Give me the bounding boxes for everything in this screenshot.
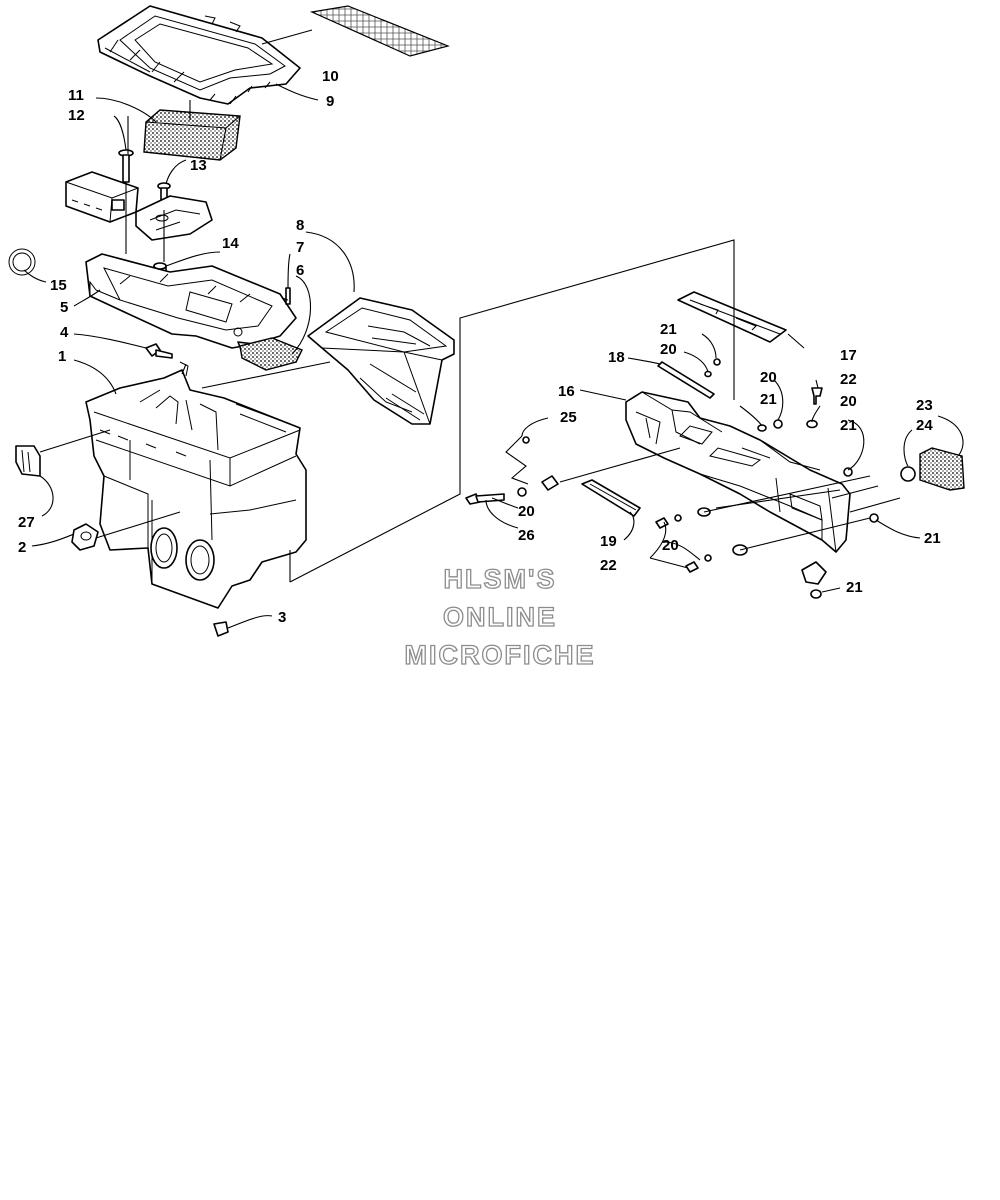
bolt-22-right [811,387,823,405]
part-15-clamp [8,248,36,276]
part-21-nut-top [713,358,721,366]
part-25-cable [505,435,530,485]
part-21-knob [801,561,827,599]
callout-4: 4 [60,324,69,341]
callout-14: 14 [222,235,239,252]
callout-25: 25 [560,409,577,426]
mount-bracket [135,195,213,241]
callout-22-b: 22 [600,557,617,574]
part-6-foam [239,337,303,371]
callout-23: 23 [916,397,933,414]
callout-21-e: 21 [846,579,863,596]
part-7-pin [285,287,291,305]
callout-27: 27 [18,514,35,531]
part-23-foam [919,447,965,491]
callout-20-b: 20 [760,369,777,386]
callout-20-e: 20 [662,537,679,554]
callout-15: 15 [50,277,67,294]
callout-13: 13 [190,157,207,174]
callout-22-a: 22 [840,371,857,388]
callout-21-b: 21 [760,391,777,408]
callout-6: 6 [296,262,304,279]
watermark-line-3: MICROFICHE [404,639,596,670]
part-20-washer-top [704,370,712,378]
callout-16: 16 [558,383,575,400]
callout-2: 2 [18,539,26,556]
part-9-lid [97,5,301,105]
callout-3: 3 [278,609,286,626]
nut-21-mid [757,424,767,432]
part-18-rod [657,361,715,399]
watermark: HLSM'S ONLINE MICROFICHE [380,560,620,674]
callout-9: 9 [326,93,334,110]
nut-21-right [843,467,853,477]
washer-20-mid [773,419,783,429]
callout-labels: 1 2 3 4 5 6 7 8 9 10 11 12 13 14 15 16 1… [18,68,941,626]
part-19-strip [581,479,641,517]
callout-20-a: 20 [660,341,677,358]
callout-11: 11 [68,87,84,104]
callout-8: 8 [296,217,304,234]
callout-20-c: 20 [840,393,857,410]
callout-18: 18 [608,349,625,366]
callout-5: 5 [60,299,68,316]
part-24-cap [900,466,916,482]
callout-21-d: 21 [924,530,941,547]
electronic-module [65,171,139,223]
callout-24: 24 [916,417,933,434]
part-3-plug [213,621,229,637]
callout-17: 17 [840,347,857,364]
callout-21-c: 21 [840,417,857,434]
part-16-housing [625,391,851,553]
watermark-line-2: ONLINE [442,601,557,632]
bolt-22-lower-a [655,507,711,529]
callout-7: 7 [296,239,304,256]
part-1-airbox [85,361,307,609]
watermark-line-1: HLSM'S [443,563,557,594]
part-2-grommet [71,523,99,551]
callout-12: 12 [68,107,85,124]
callout-20-d: 20 [518,503,535,520]
part-4-bolt [145,343,173,359]
part-11-filter [143,109,241,161]
part-12-screw [118,149,134,183]
washer-20-lower-left [517,487,527,497]
callout-1: 1 [58,348,66,365]
callout-10: 10 [322,68,339,85]
callout-19: 19 [600,533,617,550]
callout-21-a: 21 [660,321,677,338]
part-27-latch [15,445,41,477]
part-10-screen [309,5,450,57]
part-8-duct [307,297,455,425]
part-26-bolt [465,493,505,505]
part-17-plate [677,291,787,343]
bolt-22-lower-b [685,544,748,573]
callout-26: 26 [518,527,535,544]
leader-lines [23,29,964,629]
detail-frame [289,239,735,583]
grommet-right [541,475,559,491]
